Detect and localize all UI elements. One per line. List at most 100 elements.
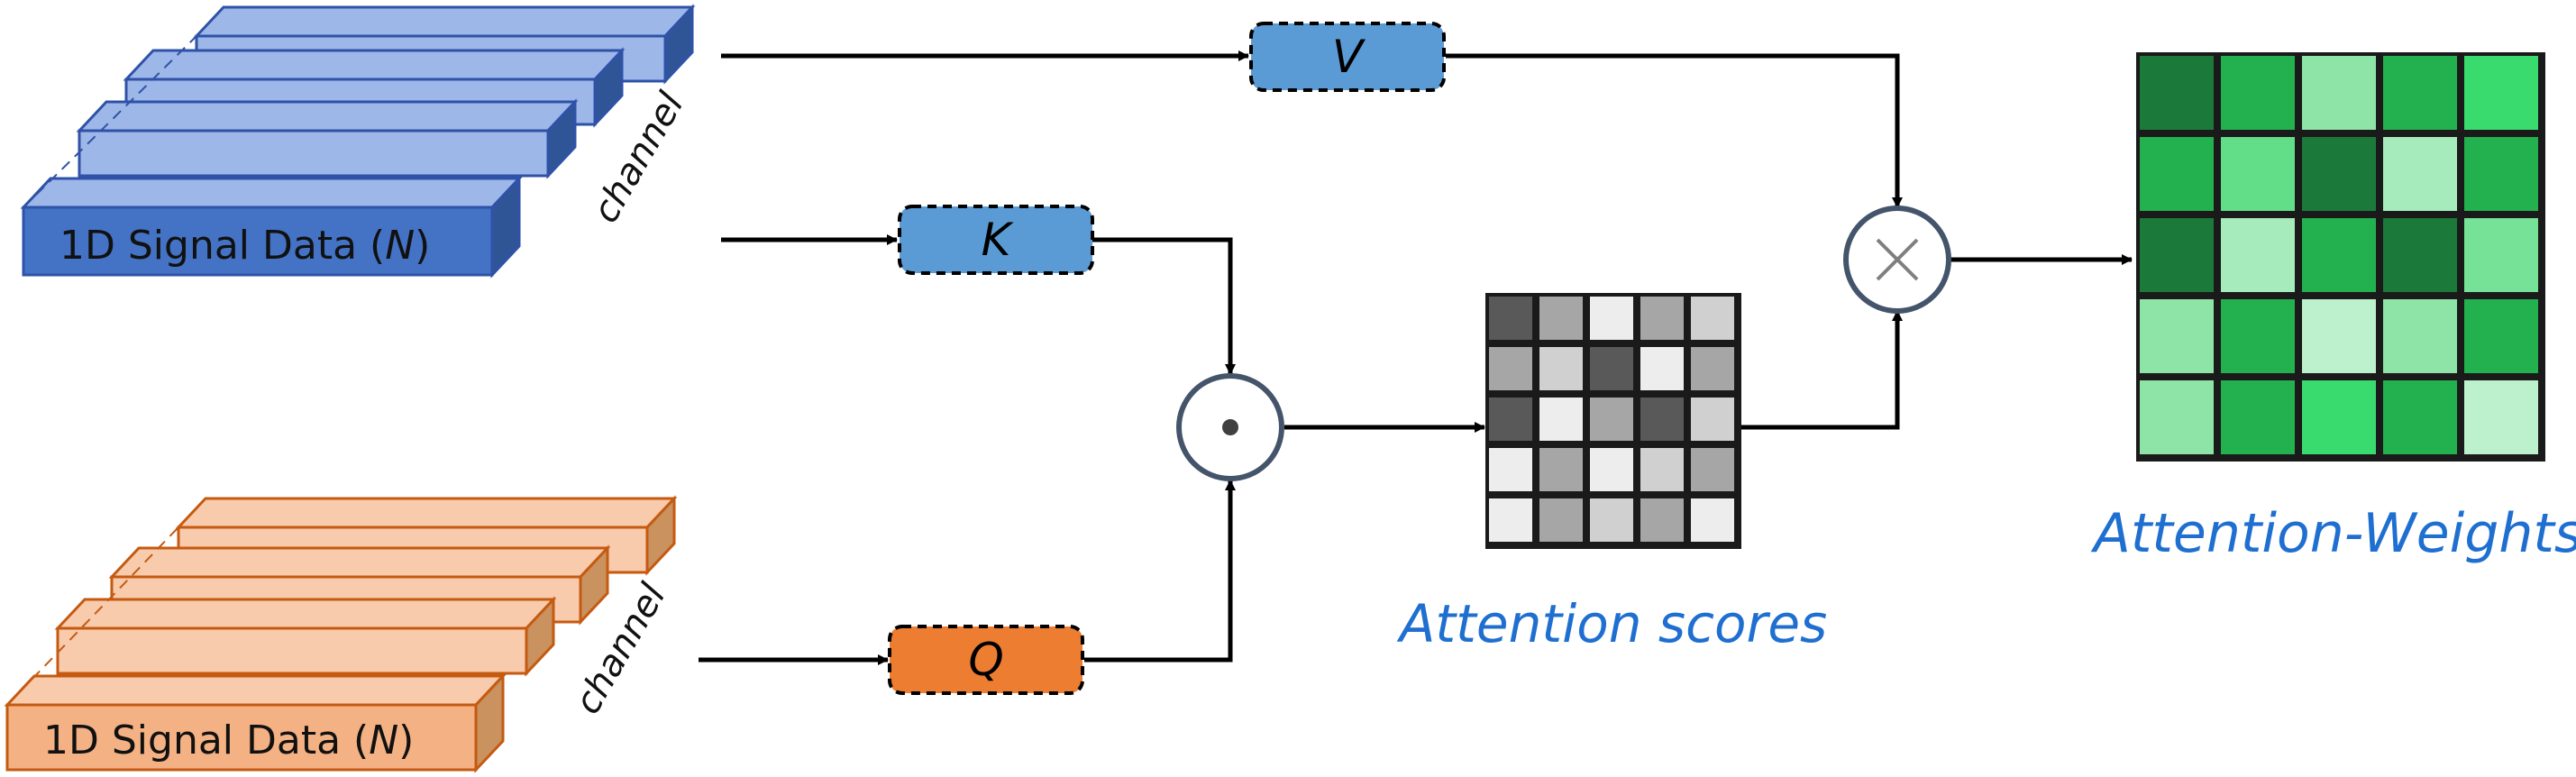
multiply-cross (1876, 238, 1919, 281)
attention-weights-grid (2136, 52, 2545, 462)
attention_weights-cell (2217, 215, 2298, 296)
attention_weights-cell (2298, 215, 2380, 296)
signal_blue-bar-top (193, 5, 696, 38)
attention_weights-cell (2380, 133, 2461, 215)
attention_scores-cell (1687, 293, 1738, 343)
signal-stack-orange: 1D Signal Data (N) (4, 495, 678, 773)
signal_blue-label-suffix: ) (415, 223, 430, 269)
attention_weights-cell (2380, 296, 2461, 377)
attention-scores-label: Attention scores (1396, 593, 1827, 654)
signal_orange-bar-top (54, 598, 557, 630)
attention_scores-cell (1586, 343, 1637, 394)
attention_weights-cell (2217, 377, 2298, 458)
attention_weights-cell (2136, 215, 2217, 296)
signal_orange-bar-top (4, 674, 507, 707)
attention_scores-cell (1637, 444, 1687, 495)
attention_weights-cell (2136, 296, 2217, 377)
arrow-q-to-dot (1084, 480, 1236, 663)
attention_weights-cell (2461, 133, 2542, 215)
attention_weights-cell (2136, 377, 2217, 458)
q-label: Q (968, 634, 1003, 686)
attention_weights-cell (2217, 133, 2298, 215)
signal_blue-bar-2 (76, 98, 579, 179)
q-box (888, 625, 1084, 695)
attention_scores-cell (1485, 293, 1536, 343)
attention_weights-cell (2461, 296, 2542, 377)
attention_scores-cell (1637, 394, 1687, 444)
attention_weights-cell (2217, 296, 2298, 377)
signal_orange-bar-2 (54, 596, 557, 677)
signal_blue-label-var: N (385, 223, 415, 269)
attention_weights-cell (2298, 52, 2380, 133)
signal_blue-label-prefix: 1D Signal Data ( (59, 223, 385, 269)
attention_scores-cell (1586, 394, 1637, 444)
attention_scores-cell (1536, 293, 1586, 343)
attention_weights-cell (2461, 215, 2542, 296)
attention_scores-cell (1536, 394, 1586, 444)
signal_blue-bar-top (20, 177, 523, 209)
arrow-scores-to-mult (1741, 310, 1903, 430)
dot-product-center (1222, 419, 1238, 435)
attention_scores-cell (1687, 495, 1738, 545)
signal_orange-bar-3 (4, 672, 507, 773)
signal_orange-bar-top (108, 546, 611, 579)
attention_scores-cell (1485, 394, 1536, 444)
signal_orange-bar-front (5, 703, 478, 772)
attention_scores-cell (1586, 495, 1637, 545)
signal_orange-label-suffix: ) (398, 718, 414, 763)
attention_scores-cell (1586, 444, 1637, 495)
v-box (1249, 22, 1446, 92)
attention_scores-cell (1637, 293, 1687, 343)
attention_scores-cell (1536, 495, 1586, 545)
attention_scores-cell (1536, 444, 1586, 495)
attention_weights-cell (2461, 377, 2542, 458)
signal_orange-bar-top (175, 497, 678, 529)
attention_weights-cell (2380, 52, 2461, 133)
signal_blue-bar-3 (20, 175, 523, 279)
signal_orange-bar-front (56, 626, 528, 675)
signal_blue-depth-guide (23, 35, 197, 208)
v-label: V (1332, 31, 1366, 83)
arrow-v-to-mult (1446, 53, 1903, 208)
signal_orange-label: 1D Signal Data (N) (43, 718, 414, 763)
arrow-k-to-dot (1092, 237, 1236, 375)
attention_scores-cell (1485, 343, 1536, 394)
attention_scores-cell (1687, 444, 1738, 495)
attention-scores-grid (1485, 293, 1741, 549)
k-vector: K (898, 205, 1094, 275)
dot-product-operator (1176, 373, 1284, 481)
signal_orange-label-var: N (369, 718, 398, 763)
signal_blue-bar-top (76, 100, 579, 133)
signal_blue-bar-front (78, 129, 550, 178)
attention_scores-cell (1687, 394, 1738, 444)
attention_scores-cell (1586, 293, 1637, 343)
attention_scores-cell (1485, 444, 1536, 495)
connectors (699, 50, 2133, 665)
signal_blue-label: 1D Signal Data (N) (59, 223, 430, 269)
attention_weights-cell (2136, 52, 2217, 133)
attention_scores-cell (1536, 343, 1586, 394)
attention_weights-cell (2298, 133, 2380, 215)
signal_blue-bar-front (22, 206, 494, 277)
attention_scores-cell (1687, 343, 1738, 394)
attention_scores-cell (1637, 343, 1687, 394)
attention_scores-cell (1485, 495, 1536, 545)
attention_weights-cell (2217, 52, 2298, 133)
q-vector: Q (888, 625, 1084, 695)
signal-stack-blue: 1D Signal Data (N) (20, 4, 696, 279)
attention_weights-cell (2380, 215, 2461, 296)
attention_weights-cell (2298, 377, 2380, 458)
attention_weights-cell (2380, 377, 2461, 458)
v-vector: V (1249, 22, 1446, 92)
multiply-operator (1843, 206, 1951, 314)
attention_weights-cell (2136, 133, 2217, 215)
attention_scores-cell (1637, 495, 1687, 545)
k-label: K (982, 214, 1015, 266)
signal_orange-depth-guide (6, 526, 179, 706)
k-box (898, 205, 1094, 275)
attention_weights-cell (2298, 296, 2380, 377)
attention-weights-label: Attention-Weights (2090, 502, 2576, 565)
signal_orange-label-prefix: 1D Signal Data ( (43, 718, 369, 763)
signal_blue-bar-top (123, 49, 626, 81)
